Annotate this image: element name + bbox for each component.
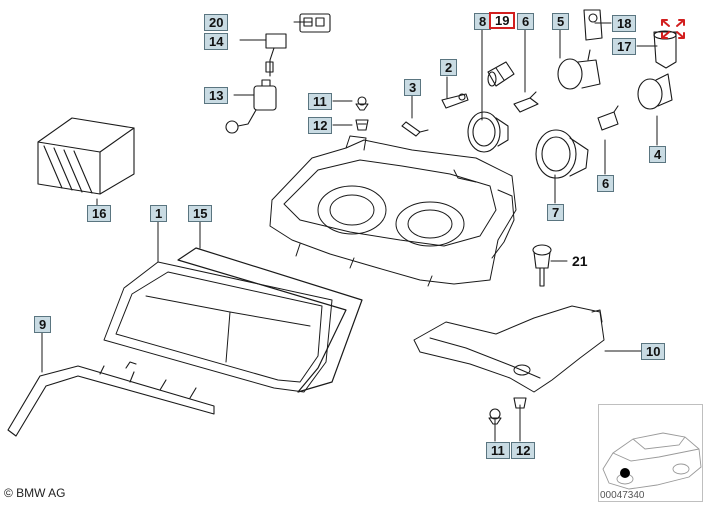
part-12-clip-bottom [513,397,527,409]
part-6-bulb-top [513,91,539,113]
part-11-screw-top [355,96,369,111]
callout-3[interactable]: 3 [404,79,422,96]
callout-6-top[interactable]: 6 [517,13,535,30]
callout-1[interactable]: 1 [150,205,168,222]
callout-13[interactable]: 13 [204,87,229,104]
vehicle-locator-thumbnail [598,404,703,502]
callout-10[interactable]: 10 [641,343,666,360]
part-10-bracket [413,305,605,393]
part-1-lens [103,261,333,393]
part-16-box [37,117,135,195]
headlight-housing [269,135,517,287]
expand-arrows-icon[interactable] [659,17,687,41]
callout-5[interactable]: 5 [552,13,570,30]
leader-lines [41,21,658,442]
part-4-bulb-holder [637,73,673,110]
callout-12-top[interactable]: 12 [308,117,333,134]
callout-7[interactable]: 7 [547,204,565,221]
callout-12-bottom[interactable]: 12 [511,442,536,459]
part-18-connector [583,9,603,41]
car-silhouette-icon [602,432,702,490]
part-2-bulb [441,93,469,109]
callout-6-lower[interactable]: 6 [597,175,615,192]
part-12-clip-top [355,119,369,131]
part-8-cap-seal [467,111,509,153]
part-5-bulb-holder [557,49,601,90]
callout-18[interactable]: 18 [612,15,637,32]
callout-14[interactable]: 14 [204,33,229,50]
callout-11-top[interactable]: 11 [308,93,332,110]
callout-4[interactable]: 4 [649,146,667,163]
callout-2[interactable]: 2 [440,59,458,76]
diagram-id: 00047340 [600,490,645,501]
copyright-text: © BMW AG [4,486,66,500]
part-13-bulb-socket [225,79,277,134]
callout-19-highlighted[interactable]: 19 [489,12,516,29]
callout-15[interactable]: 15 [188,205,213,222]
part-3-bulb [401,121,429,137]
part-7-cap [535,129,589,179]
part-14-harness [265,33,287,77]
callout-16[interactable]: 16 [87,205,112,222]
part-19-capsule [487,61,515,87]
callout-20[interactable]: 20 [204,14,229,31]
part-20-connector [299,13,331,33]
callout-9[interactable]: 9 [34,316,52,333]
part-21-adjuster [532,244,552,287]
callout-21[interactable]: 21 [572,253,588,269]
part-6-bulb-lower [597,105,619,131]
part-9-trim-strip [7,361,215,437]
callout-11-bottom[interactable]: 11 [486,442,510,459]
part-11-screw-bottom [488,408,502,425]
part-15-gasket [177,247,363,393]
callout-17[interactable]: 17 [612,38,637,55]
